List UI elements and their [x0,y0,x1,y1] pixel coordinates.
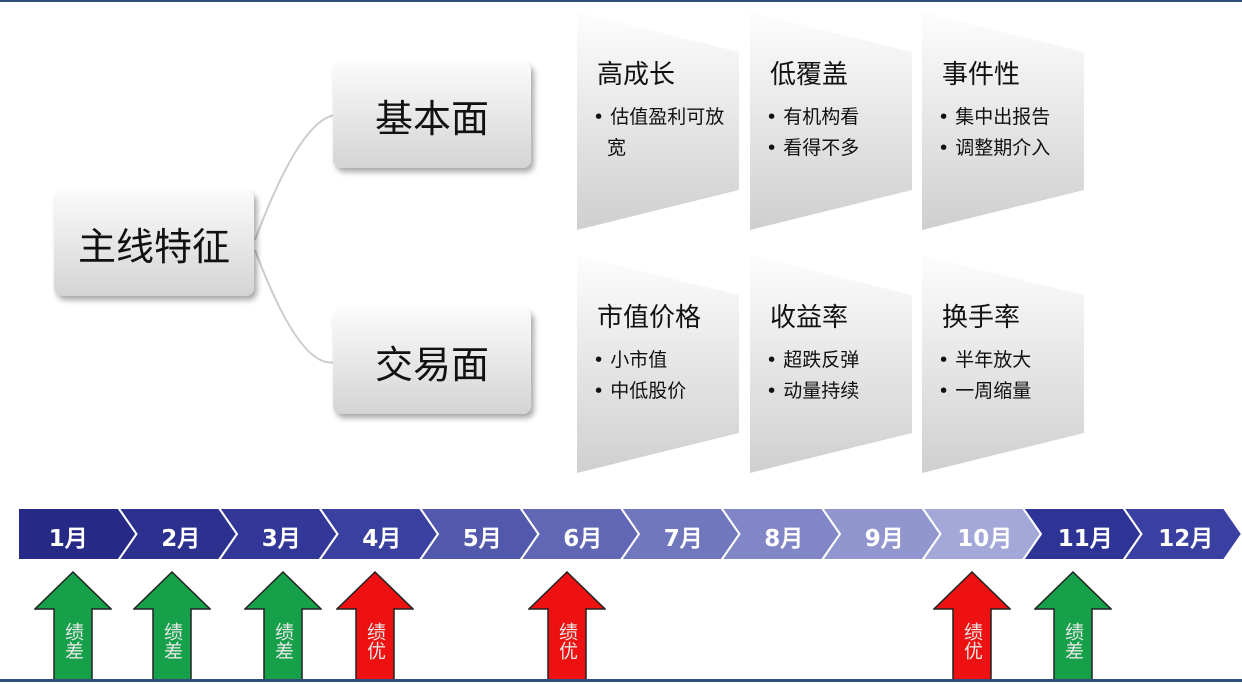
root-label: 主线特征 [77,224,230,269]
panel-bullet: • 看得不多 [766,137,860,159]
arrow-label: 绩差 [62,622,84,660]
panel-title: 事件性 [942,60,1021,90]
feature-panel: 市值价格 • 小市值 • 中低股价 [577,255,739,473]
panel-title: 低覆盖 [770,60,849,90]
branch-label: 交易面 [374,342,489,387]
panel-bullet: • 集中出报告 [938,106,1051,128]
poor-performance-arrow: 绩差 [1034,571,1112,681]
month-label: 4月 [362,526,402,552]
month-chevron [1121,507,1242,561]
panel-bullet: • 半年放大 [938,349,1032,371]
month-label: 11月 [1057,526,1113,552]
month-label: 1月 [48,526,88,552]
month-label: 7月 [663,526,703,552]
panel-bullet: • 小市值 [593,349,668,371]
month-label: 2月 [161,526,201,552]
panel-bullet: • 中低股价 [593,380,687,402]
panel-title: 高成长 [597,60,676,90]
good-performance-arrow: 绩优 [933,571,1011,681]
poor-performance-arrow: 绩差 [34,571,112,681]
good-performance-arrow: 绩优 [528,571,606,681]
bottom-border [0,679,1242,682]
branch-trading: 交易面 [333,308,531,414]
panel-bullet: • 调整期介入 [938,137,1051,159]
panel-bullet: • 超跌反弹 [766,349,860,371]
month-label: 3月 [261,526,301,552]
good-performance-arrow: 绩优 [336,571,414,681]
feature-panel: 事件性 • 集中出报告 • 调整期介入 [922,12,1084,230]
poor-performance-arrow: 绩差 [244,571,322,681]
panel-title: 换手率 [942,303,1021,333]
panel-title: 收益率 [770,303,849,333]
feature-panel: 换手率 • 半年放大 • 一周缩量 [922,255,1084,473]
panel-title: 市值价格 [597,303,702,333]
month-label: 9月 [864,526,904,552]
branch-fundamental: 基本面 [333,62,531,168]
panel-bullet: • 有机构看 [766,106,860,128]
root-node: 主线特征 [54,190,254,296]
arrow-label: 绩差 [1062,622,1084,660]
month-label: 12月 [1158,526,1214,552]
month-label: 6月 [563,526,603,552]
top-border [0,0,1242,2]
poor-performance-arrow: 绩差 [133,571,211,681]
arrow-label: 绩优 [364,622,386,660]
panel-bullet: • 估值盈利可放宽 [593,106,725,159]
arrow-label: 绩优 [961,622,983,660]
arrow-label: 绩优 [556,622,578,660]
month-label: 5月 [462,526,502,552]
arrow-label: 绩差 [161,622,183,660]
panel-bullet: • 一周缩量 [938,380,1032,402]
feature-panel: 低覆盖 • 有机构看 • 看得不多 [750,12,912,230]
arrow-label: 绩差 [272,622,294,660]
feature-panel: 收益率 • 超跌反弹 • 动量持续 [750,255,912,473]
month-label: 8月 [764,526,804,552]
feature-panel: 高成长 • 估值盈利可放宽 [577,12,739,230]
panel-bullet: • 动量持续 [766,380,860,402]
branch-label: 基本面 [374,96,489,141]
month-label: 10月 [957,526,1013,552]
